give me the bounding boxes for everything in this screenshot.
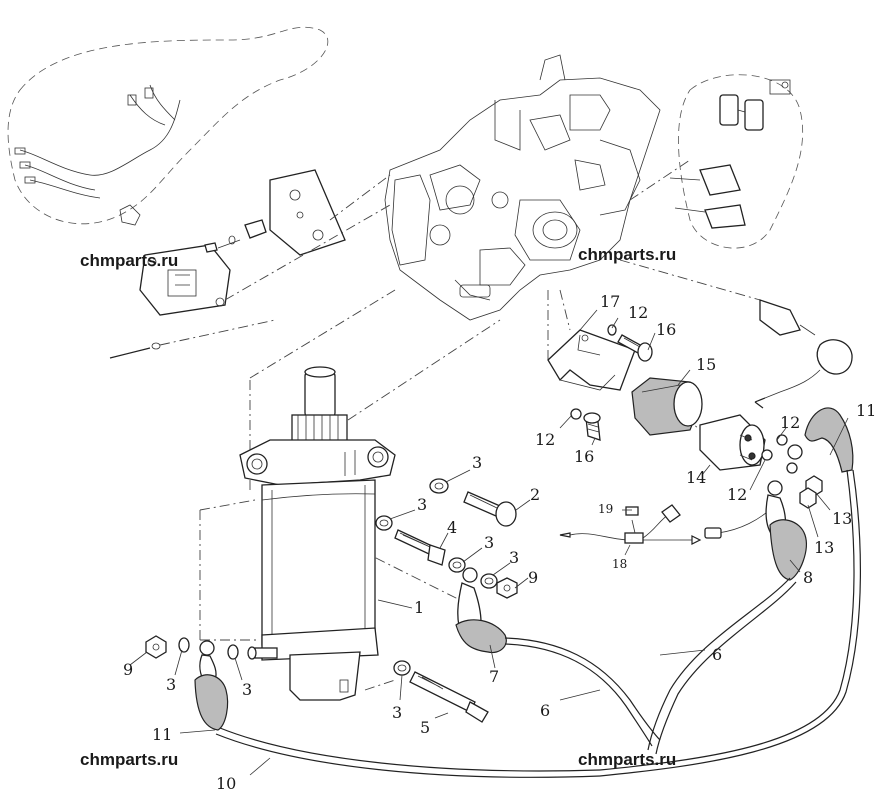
callout-1: 1 [414, 598, 424, 617]
watermark-bottom-right: chmparts.ru [578, 750, 676, 769]
callout-6: 6 [540, 701, 550, 720]
callout-6: 6 [712, 645, 722, 664]
starter-motor [239, 366, 396, 701]
callout-16: 16 [656, 320, 676, 339]
callout-8: 8 [803, 568, 813, 587]
callout-3: 3 [472, 453, 482, 472]
callout-12: 12 [535, 430, 555, 449]
callout-14: 14 [686, 468, 706, 487]
solenoid-group [547, 324, 861, 777]
fasteners-starter [145, 478, 518, 723]
callout-9: 9 [123, 660, 133, 679]
callout-2: 2 [530, 485, 540, 504]
battery-cables [194, 480, 807, 778]
callout-3: 3 [484, 533, 494, 552]
callout-12: 12 [628, 303, 648, 322]
callout-17: 17 [600, 292, 620, 311]
engine-block [384, 54, 661, 321]
rectifier-regulator [109, 169, 391, 359]
callout-18: 18 [612, 557, 627, 571]
callout-15: 15 [696, 355, 716, 374]
callout-11: 11 [856, 401, 876, 420]
callout-3: 3 [392, 703, 402, 722]
fuse-harness [559, 504, 776, 545]
watermark-top-right: chmparts.ru [578, 245, 676, 264]
callout-3: 3 [509, 548, 519, 567]
callout-12: 12 [780, 413, 800, 432]
callout-3: 3 [166, 675, 176, 694]
callout-4: 4 [447, 518, 457, 537]
callout-9: 9 [528, 568, 538, 587]
wire-harness-upper-left [7, 26, 329, 226]
callout-12: 12 [727, 485, 747, 504]
callout-3: 3 [242, 680, 252, 699]
watermark-top-left: chmparts.ru [80, 251, 178, 270]
callout-3: 3 [417, 495, 427, 514]
callout-7: 7 [489, 667, 499, 686]
callout-10: 10 [216, 774, 236, 793]
callout-19: 19 [598, 502, 613, 516]
callout-5: 5 [420, 718, 430, 737]
watermark-bottom-left: chmparts.ru [80, 750, 178, 769]
callout-16: 16 [574, 447, 594, 466]
callout-numbers: 1 2 3 3 3 3 3 3 3 4 5 6 6 7 8 9 9 10 11 … [123, 292, 876, 793]
callout-13: 13 [832, 509, 852, 528]
leader-lines [129, 309, 849, 776]
ignition-coils [619, 74, 853, 409]
callout-13: 13 [814, 538, 834, 557]
callout-11: 11 [152, 725, 172, 744]
